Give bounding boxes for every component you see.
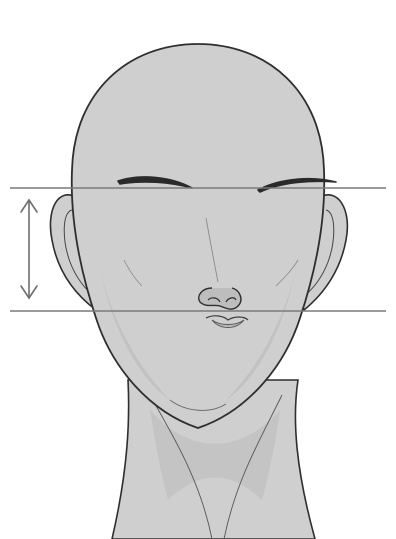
- measure-arrow: [21, 200, 37, 298]
- head-outline: [72, 44, 325, 428]
